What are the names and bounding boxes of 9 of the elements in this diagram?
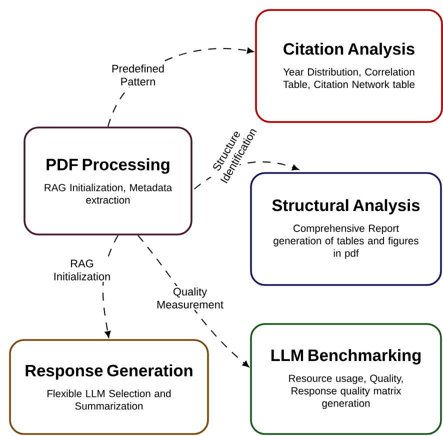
arrow xyxy=(138,234,250,368)
edge-label: Quality Measurement xyxy=(152,286,228,310)
edge-label: RAG Initialization xyxy=(48,258,116,282)
process-box: Response Generation Flexible LLM Selection and Summarization xyxy=(9,339,209,435)
process-box: Structural Analysis Comprehensive Report generation of tables and figures in pdf xyxy=(250,172,442,286)
edge-label: Predefined Pattern xyxy=(106,63,170,87)
process-box: Citation Analysis Year Distribution, Correlation Table, Citation Network table xyxy=(255,9,443,123)
process-box: LLM Benchmarking Resource usage, Quality, Response quality matrix generation xyxy=(250,323,442,435)
process-box: PDF Processing RAG Initialization, Metadata extraction xyxy=(24,126,192,236)
